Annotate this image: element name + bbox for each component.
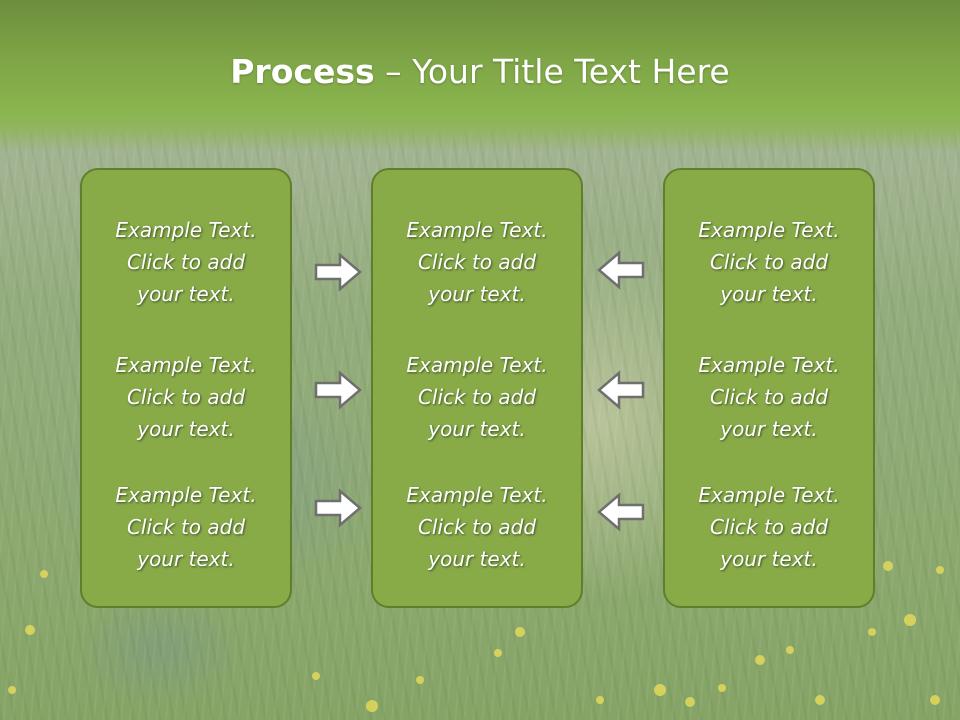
text-line: Example Text. — [406, 483, 548, 507]
text-panel-right[interactable]: Example Text. Click to add your text. Ex… — [663, 168, 875, 608]
arrow-right-icon[interactable] — [314, 370, 362, 410]
placeholder-text[interactable]: Example Text. Click to add your text. — [665, 479, 873, 575]
placeholder-text[interactable]: Example Text. Click to add your text. — [665, 349, 873, 445]
text-line: Example Text. — [698, 218, 840, 242]
title-rest: – Your Title Text Here — [374, 52, 730, 91]
text-line: Click to add — [709, 515, 829, 539]
text-line: Click to add — [126, 250, 246, 274]
arrow-left-icon[interactable] — [597, 250, 645, 290]
text-line: Click to add — [709, 385, 829, 409]
text-line: Example Text. — [115, 483, 257, 507]
text-line: your text. — [720, 282, 818, 306]
title-bold: Process — [230, 52, 375, 91]
arrow-left-icon[interactable] — [597, 492, 645, 532]
text-line: your text. — [720, 417, 818, 441]
text-line: Click to add — [417, 250, 537, 274]
title-bar — [0, 0, 960, 152]
text-line: Click to add — [709, 250, 829, 274]
text-line: your text. — [137, 417, 235, 441]
text-line: your text. — [428, 417, 526, 441]
text-line: Example Text. — [698, 483, 840, 507]
text-line: Example Text. — [406, 353, 548, 377]
arrow-right-icon[interactable] — [314, 252, 362, 292]
text-line: Example Text. — [698, 353, 840, 377]
arrow-right-icon[interactable] — [314, 488, 362, 528]
text-line: your text. — [137, 547, 235, 571]
text-line: Example Text. — [406, 218, 548, 242]
text-line: your text. — [428, 282, 526, 306]
placeholder-text[interactable]: Example Text. Click to add your text. — [82, 479, 290, 575]
text-panel-left[interactable]: Example Text. Click to add your text. Ex… — [80, 168, 292, 608]
slide-title[interactable]: Process – Your Title Text Here — [0, 52, 960, 91]
text-line: your text. — [137, 282, 235, 306]
text-line: Click to add — [126, 515, 246, 539]
placeholder-text[interactable]: Example Text. Click to add your text. — [665, 214, 873, 310]
placeholder-text[interactable]: Example Text. Click to add your text. — [82, 214, 290, 310]
text-line: Example Text. — [115, 218, 257, 242]
text-line: Click to add — [417, 515, 537, 539]
text-line: Click to add — [417, 385, 537, 409]
placeholder-text[interactable]: Example Text. Click to add your text. — [373, 214, 581, 310]
placeholder-text[interactable]: Example Text. Click to add your text. — [373, 479, 581, 575]
arrow-left-icon[interactable] — [597, 370, 645, 410]
text-panel-center[interactable]: Example Text. Click to add your text. Ex… — [371, 168, 583, 608]
text-line: your text. — [720, 547, 818, 571]
text-line: your text. — [428, 547, 526, 571]
placeholder-text[interactable]: Example Text. Click to add your text. — [82, 349, 290, 445]
placeholder-text[interactable]: Example Text. Click to add your text. — [373, 349, 581, 445]
text-line: Example Text. — [115, 353, 257, 377]
text-line: Click to add — [126, 385, 246, 409]
